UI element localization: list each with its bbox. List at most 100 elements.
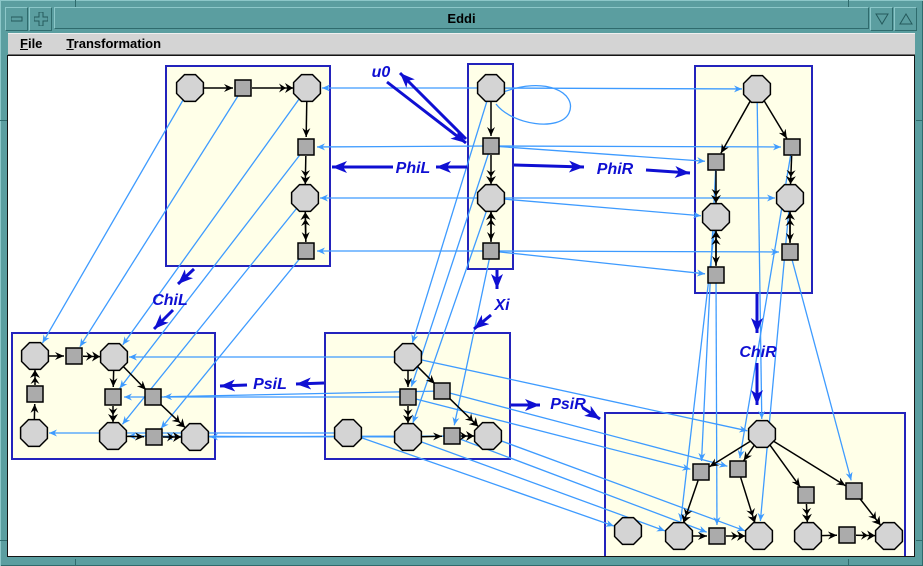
morphism-label-ChiL: ChiL <box>152 292 188 309</box>
morphism-label-PsiL: PsiL <box>253 376 287 393</box>
graph-edge <box>858 497 881 526</box>
mapping-line-PsiL <box>163 390 443 401</box>
graph-node-square-G2[interactable] <box>65 347 83 365</box>
mapping-line-ChiL <box>160 250 307 429</box>
mapping-line-PsiR <box>407 356 748 433</box>
graph-node-square-L6[interactable] <box>297 242 315 260</box>
graph-node-circle-G3[interactable] <box>99 342 129 372</box>
graph-node-circle-G1[interactable] <box>20 341 50 371</box>
frame-tick <box>916 120 923 121</box>
graph-node-square-G9[interactable] <box>145 428 163 446</box>
mapping-line-ChiL <box>119 146 307 389</box>
window-menu-button[interactable] <box>5 7 28 31</box>
frame-tick <box>916 540 923 541</box>
graph-node-circle-R1[interactable] <box>742 74 772 104</box>
graph-node-circle-L5[interactable] <box>290 183 320 213</box>
graph-node-circle-D1[interactable] <box>393 342 423 372</box>
graph-edge <box>416 365 436 385</box>
frame-tick <box>848 559 849 566</box>
maximize-button[interactable] <box>894 7 917 31</box>
graph-node-square-R6[interactable] <box>707 266 725 284</box>
graph-node-square-G7[interactable] <box>144 388 162 406</box>
frame-tick <box>848 0 849 7</box>
morphism-arrow-ChiL <box>176 267 196 286</box>
mapping-line-PsiR <box>451 435 707 533</box>
graph-node-square-R3[interactable] <box>783 138 801 156</box>
graph-node-square-H4[interactable] <box>797 486 815 504</box>
mapping-line-ChiR <box>789 251 853 481</box>
graph-edge <box>772 440 846 487</box>
graph-node-square-D3[interactable] <box>433 382 451 400</box>
graph-node-circle-H12[interactable] <box>874 521 904 551</box>
graph-node-circle-R4[interactable] <box>701 202 731 232</box>
menu-transformation[interactable]: Transformation <box>66 36 162 51</box>
mapping-line-Xi <box>410 145 492 387</box>
mapping-line-PhiR <box>490 197 702 219</box>
morphism-label-PhiL: PhiL <box>396 160 431 177</box>
morphism-arrow-PsiL <box>219 379 248 392</box>
menu-file[interactable]: File <box>20 36 43 51</box>
graph-node-square-G4[interactable] <box>26 385 44 403</box>
mapping-line-Xi <box>411 87 492 343</box>
graph-node-square-H3[interactable] <box>729 460 747 478</box>
graph-node-square-D6[interactable] <box>443 427 461 445</box>
graph-node-square-R7[interactable] <box>781 243 799 261</box>
graph-node-circle-H1[interactable] <box>747 419 777 449</box>
graph-node-square-H8[interactable] <box>708 527 726 545</box>
graph-node-circle-R5[interactable] <box>775 183 805 213</box>
frame-tick <box>0 120 7 121</box>
graph-edge <box>763 99 788 139</box>
mapping-line-PhiR <box>490 248 780 256</box>
plus-icon <box>33 12 48 26</box>
mapping-line-PhiL <box>316 143 492 151</box>
window-title[interactable]: Eddi <box>54 7 869 29</box>
morphism-arrow-u0 <box>398 71 468 141</box>
graph-edge <box>743 444 756 462</box>
graph-node-square-K4[interactable] <box>482 242 500 260</box>
shade-button[interactable] <box>870 7 893 31</box>
morphism-arrow-u0 <box>386 80 467 145</box>
graph-node-square-H5[interactable] <box>845 482 863 500</box>
graph-node-circle-L1[interactable] <box>175 73 205 103</box>
morphism-arrow-PhiR <box>645 165 691 178</box>
mapping-line-PsiR <box>441 390 728 468</box>
graph-edge <box>159 402 186 428</box>
graph-node-circle-D4[interactable] <box>333 418 363 448</box>
graph-node-square-L2[interactable] <box>234 79 252 97</box>
graph-node-circle-D5[interactable] <box>393 422 423 452</box>
graph-node-square-L4[interactable] <box>297 138 315 156</box>
graph-node-square-D2[interactable] <box>399 388 417 406</box>
graph-node-square-R2[interactable] <box>707 153 725 171</box>
graph-edge <box>300 155 311 185</box>
graph-node-square-H2[interactable] <box>692 463 710 481</box>
graph-node-circle-D7[interactable] <box>473 421 503 451</box>
graph-node-circle-G10[interactable] <box>180 422 210 452</box>
graph-node-square-G6[interactable] <box>104 388 122 406</box>
menubar: File Transformation <box>8 33 915 55</box>
graph-node-circle-H7[interactable] <box>664 521 694 551</box>
mapping-line-PhiR <box>490 250 706 277</box>
graph-node-circle-H6[interactable] <box>613 516 643 546</box>
mapping-line-PhiR <box>490 145 706 165</box>
morphism-label-u0: u0 <box>372 64 391 81</box>
triangle-up-icon <box>898 13 913 25</box>
mapping-line-PsiR <box>347 432 615 527</box>
morphism-arrow-PsiL <box>295 377 325 390</box>
graph-node-circle-K3[interactable] <box>476 183 506 213</box>
window-plus-button[interactable] <box>29 7 52 31</box>
graph-node-circle-G5[interactable] <box>19 418 49 448</box>
triangle-down-icon <box>874 13 889 25</box>
graph-node-circle-K1[interactable] <box>476 73 506 103</box>
graph-node-square-H11[interactable] <box>838 526 856 544</box>
morphism-arrow-ChiL <box>152 308 175 331</box>
titlebar: Eddi <box>5 7 918 31</box>
graph-node-circle-H10[interactable] <box>793 521 823 551</box>
mapping-line-ChiL <box>122 87 308 346</box>
graph-node-circle-L3[interactable] <box>292 73 322 103</box>
graph-edge <box>801 503 812 523</box>
graph-node-circle-G8[interactable] <box>98 421 128 451</box>
graph-node-square-K2[interactable] <box>482 137 500 155</box>
graph-node-circle-H9[interactable] <box>744 521 774 551</box>
